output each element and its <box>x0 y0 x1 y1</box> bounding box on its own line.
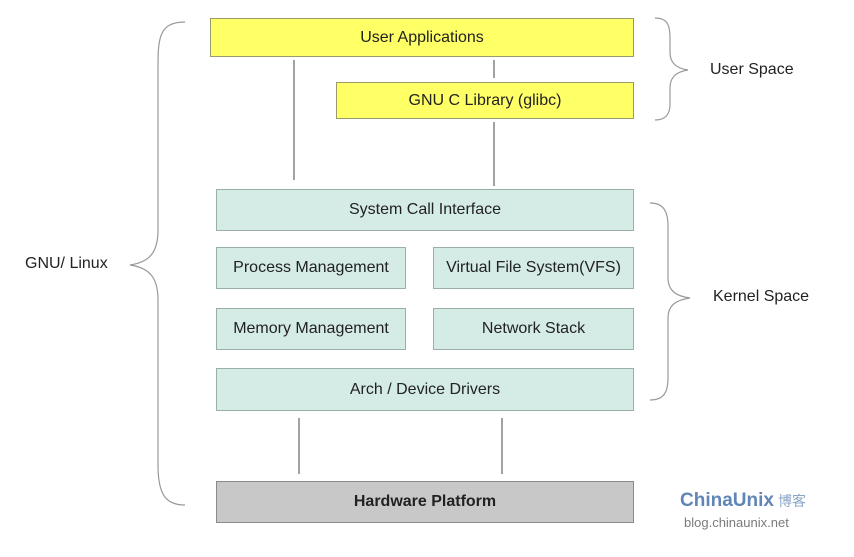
gnu-linux-brace <box>129 21 186 506</box>
kernel-space-brace <box>649 202 691 401</box>
arch-device-drivers-box: Arch / Device Drivers <box>216 368 634 411</box>
virtual-file-system-box: Virtual File System(VFS) <box>433 247 634 289</box>
user-space-label: User Space <box>710 61 794 78</box>
user-space-brace <box>654 17 689 121</box>
user-applications-box: User Applications <box>210 18 634 57</box>
process-management-box: Process Management <box>216 247 406 289</box>
chinaunix-url: blog.chinaunix.net <box>684 515 789 530</box>
kernel-space-label: Kernel Space <box>713 288 810 305</box>
hardware-platform-box: Hardware Platform <box>216 481 634 523</box>
chinaunix-brand-suffix: 博客 <box>777 493 806 509</box>
glibc-box: GNU C Library (glibc) <box>336 82 634 119</box>
system-call-interface-box: System Call Interface <box>216 189 634 231</box>
gnu-linux-label: GNU/ Linux <box>25 255 108 272</box>
memory-management-box: Memory Management <box>216 308 406 350</box>
chinaunix-brand: ChinaUnix <box>680 490 774 511</box>
network-stack-box: Network Stack <box>433 308 634 350</box>
